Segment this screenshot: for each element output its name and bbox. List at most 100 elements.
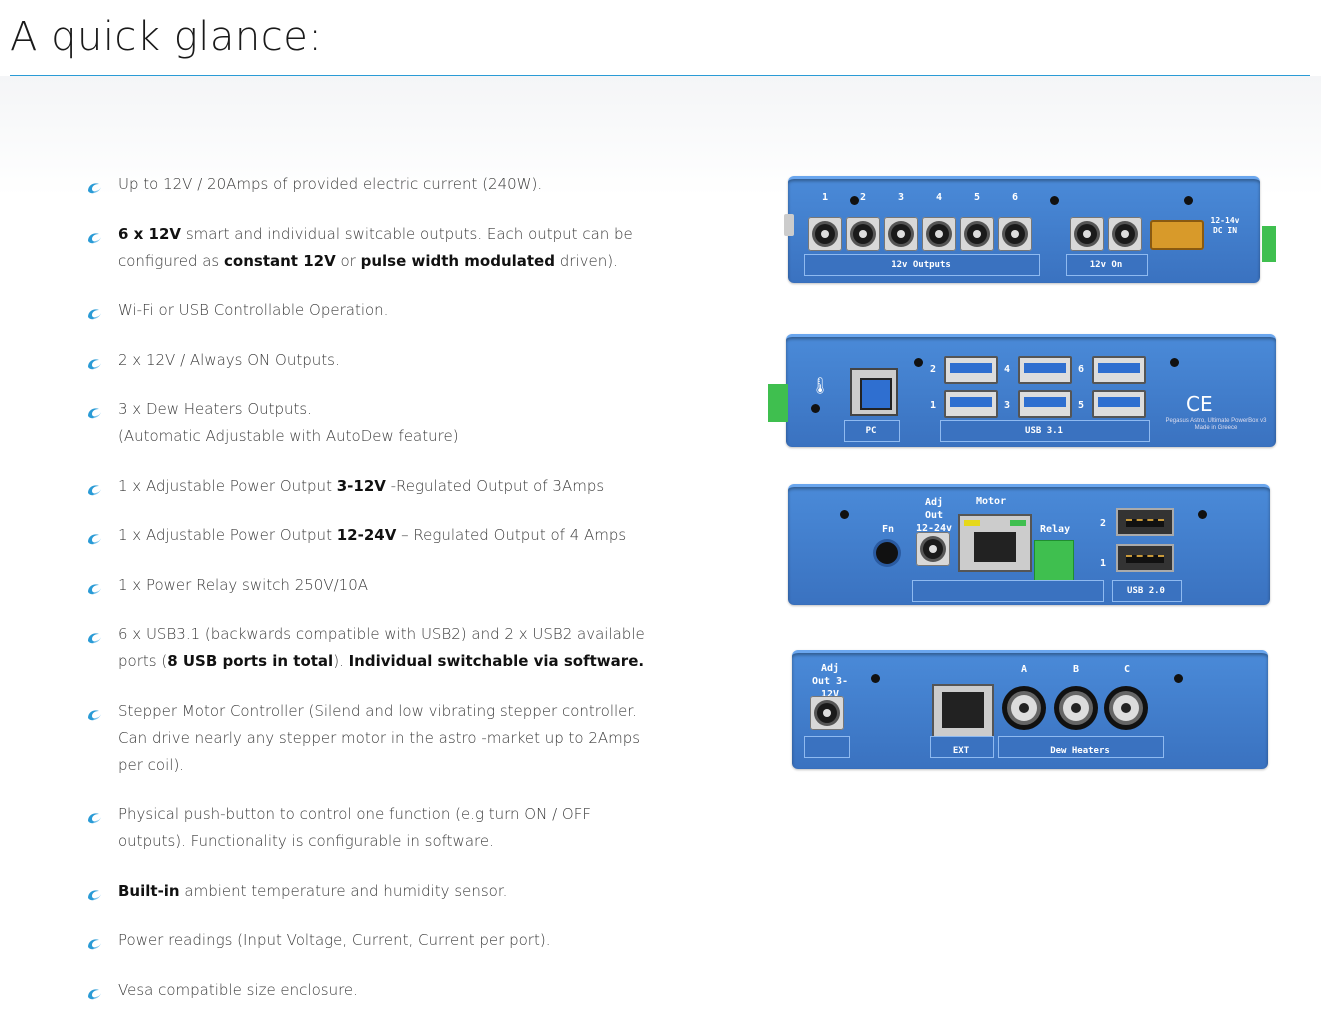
usb31-label: USB 3.1 bbox=[1025, 426, 1063, 436]
dew-letter: C bbox=[1124, 664, 1131, 675]
swirl-icon bbox=[86, 807, 102, 824]
swirl-icon bbox=[86, 933, 102, 950]
usb-num: 2 bbox=[930, 364, 937, 375]
brand-origin: Made in Greece bbox=[1194, 425, 1238, 431]
page-title: A quick glance: bbox=[10, 14, 323, 60]
output-port bbox=[960, 217, 994, 251]
usb3-port bbox=[1092, 356, 1146, 384]
swirl-icon bbox=[86, 177, 102, 194]
motor-bar bbox=[912, 580, 1104, 602]
dc-in-label: 12-14v DC IN bbox=[1210, 216, 1240, 235]
feature-text: Stepper Motor Controller (Silend and low… bbox=[118, 702, 641, 774]
usb3-port bbox=[1092, 390, 1146, 418]
device-panel-dew: Adj Out 3-12V EXT A B C Dew Heaters bbox=[790, 648, 1274, 774]
output-number: 6 bbox=[1012, 192, 1019, 203]
motor-port bbox=[958, 514, 1032, 572]
device-panel-outputs: 12-14v DC IN 12v Outputs 12v On 1 2 3 4 5 6 bbox=[784, 172, 1284, 292]
pc-label: PC bbox=[865, 426, 877, 436]
title-divider bbox=[10, 75, 1310, 76]
dew-label: Dew Heaters bbox=[1050, 746, 1110, 756]
swirl-icon bbox=[86, 704, 102, 721]
swirl-icon bbox=[86, 479, 102, 496]
left-connector bbox=[768, 384, 788, 422]
usb3-port bbox=[1018, 390, 1072, 418]
feature-text: Vesa compatible size enclosure. bbox=[118, 981, 358, 999]
usb-num: 5 bbox=[1078, 400, 1085, 411]
screw-hole bbox=[1050, 196, 1059, 205]
swirl-icon bbox=[86, 303, 102, 320]
usb2-num: 2 bbox=[1100, 518, 1107, 529]
feature-text: Physical push-button to control one func… bbox=[118, 805, 591, 850]
usb3-port bbox=[1018, 356, 1072, 384]
swirl-icon bbox=[86, 627, 102, 644]
screw-hole bbox=[871, 674, 880, 683]
dew-heater-port-a bbox=[1002, 686, 1046, 730]
swirl-icon bbox=[86, 353, 102, 370]
output-number: 1 bbox=[822, 192, 829, 203]
pc-bar bbox=[844, 420, 900, 442]
output-number: 5 bbox=[974, 192, 981, 203]
feature-text: 1 x Power Relay switch 250V/10A bbox=[118, 576, 369, 594]
feature-text: 2 x 12V / Always ON Outputs. bbox=[118, 351, 340, 369]
usb-num: 6 bbox=[1078, 364, 1085, 375]
screw-hole bbox=[840, 510, 849, 519]
motor-label: Motor bbox=[976, 496, 1007, 507]
power-port bbox=[1108, 217, 1142, 251]
outputs-bar bbox=[804, 254, 1040, 276]
right-connector bbox=[1262, 226, 1276, 262]
dew-heater-port-b bbox=[1054, 686, 1098, 730]
feature-text: 6 x 12V smart and individual switcable o… bbox=[118, 225, 633, 270]
output-port bbox=[922, 217, 956, 251]
adj-out-port bbox=[810, 696, 844, 730]
usb2-port bbox=[1116, 508, 1174, 536]
usb20-label: USB 2.0 bbox=[1127, 586, 1165, 596]
sensor-hole bbox=[811, 404, 820, 413]
adj-out-port bbox=[916, 532, 950, 566]
screw-hole bbox=[914, 358, 923, 367]
output-port bbox=[846, 217, 880, 251]
output-number: 3 bbox=[898, 192, 905, 203]
ext-label: EXT bbox=[952, 746, 970, 756]
usb-b-port bbox=[850, 368, 898, 416]
always-on-label: 12v On bbox=[1089, 260, 1123, 270]
fn-button[interactable] bbox=[876, 542, 898, 564]
feature-text: Power readings (Input Voltage, Current, … bbox=[118, 931, 551, 949]
swirl-icon bbox=[86, 983, 102, 1000]
usb-num: 4 bbox=[1004, 364, 1011, 375]
swirl-icon bbox=[86, 402, 102, 419]
dew-heater-port-c bbox=[1104, 686, 1148, 730]
ext-bar bbox=[930, 736, 994, 758]
usb3-port bbox=[944, 356, 998, 384]
dew-letter: A bbox=[1021, 664, 1028, 675]
always-on-bar bbox=[1066, 254, 1148, 276]
relay-label: Relay bbox=[1040, 524, 1071, 535]
dew-letter: B bbox=[1073, 664, 1080, 675]
swirl-icon bbox=[86, 528, 102, 545]
feature-text: 1 x Adjustable Power Output 12-24V – Reg… bbox=[118, 526, 627, 544]
dew-bar bbox=[998, 736, 1164, 758]
usb31-bar bbox=[940, 420, 1150, 442]
output-port bbox=[998, 217, 1032, 251]
output-number: 4 bbox=[936, 192, 943, 203]
feature-text: Wi-Fi or USB Controllable Operation. bbox=[118, 301, 389, 319]
feature-text: 1 x Adjustable Power Output 3-12V -Regul… bbox=[118, 477, 605, 495]
power-port bbox=[1070, 217, 1104, 251]
usb20-bar bbox=[1112, 580, 1182, 602]
ext-port bbox=[932, 684, 994, 738]
outputs-label: 12v Outputs bbox=[891, 260, 951, 270]
feature-text: 3 x Dew Heaters Outputs.(Automatic Adjus… bbox=[118, 400, 459, 445]
ce-mark: CE bbox=[1186, 392, 1213, 416]
adj-bar bbox=[804, 736, 850, 758]
usb2-port bbox=[1116, 544, 1174, 572]
adj-out-label: Adj Out 3-12V bbox=[811, 663, 849, 700]
feature-text: Built-in ambient temperature and humidit… bbox=[118, 882, 508, 900]
dc-in-port bbox=[1150, 220, 1204, 250]
output-port bbox=[884, 217, 918, 251]
screw-hole bbox=[850, 196, 859, 205]
output-number: 2 bbox=[860, 192, 867, 203]
feature-text: Up to 12V / 20Amps of provided electric … bbox=[118, 175, 543, 193]
swirl-icon bbox=[86, 227, 102, 244]
usb-num: 1 bbox=[930, 400, 937, 411]
swirl-icon bbox=[86, 884, 102, 901]
screw-hole bbox=[1174, 674, 1183, 683]
